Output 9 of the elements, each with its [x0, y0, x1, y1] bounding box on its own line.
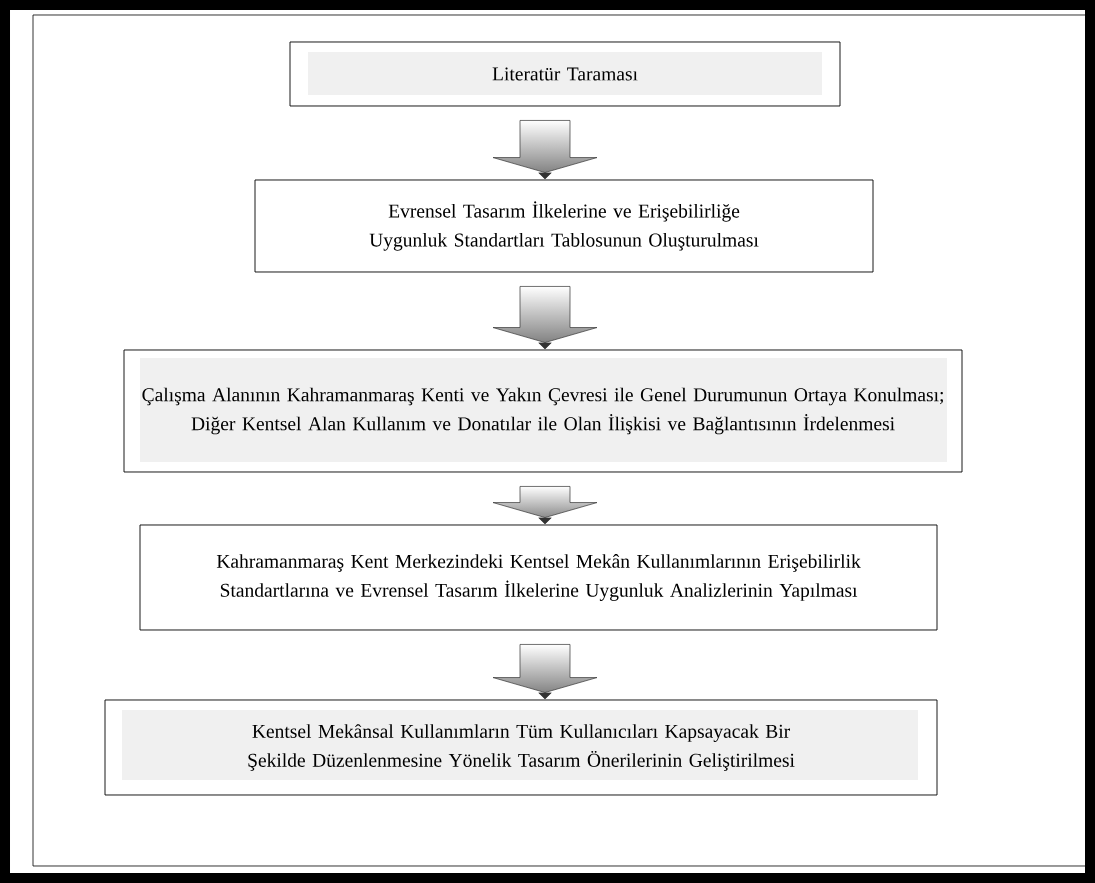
- block-arrow: [492, 286, 598, 350]
- block-arrow: [492, 486, 598, 525]
- process-box: Kahramanmaraş Kent Merkezindeki Kentsel Mekân Kullanımlarının Erişebilirlik Standartlarına ve Evrensel Tasarım İlkelerine Uygunluk Analizlerinin Yapılması: [139, 524, 938, 631]
- process-box: Literatür Taraması: [289, 41, 841, 107]
- block-arrow: [492, 120, 598, 180]
- process-box: Kentsel Mekânsal Kullanımların Tüm Kullanıcıları Kapsayacak Bir Şekilde Düzenlenmesine Yönelik Tasarım Önerilerinin Geliştirilmesi: [104, 699, 938, 796]
- block-arrow: [492, 644, 598, 700]
- process-box: Çalışma Alanının Kahramanmaraş Kenti ve Yakın Çevresi ile Genel Durumunun Ortaya Konulması; Diğer Kentsel Alan Kullanım ve Donatılar ile Olan İlişkisi ve Bağlantısının İrdelenmesi: [123, 349, 963, 473]
- process-box: Evrensel Tasarım İlkelerine ve Erişebilirliğe Uygunluk Standartları Tablosunun Oluşturulması: [254, 179, 874, 273]
